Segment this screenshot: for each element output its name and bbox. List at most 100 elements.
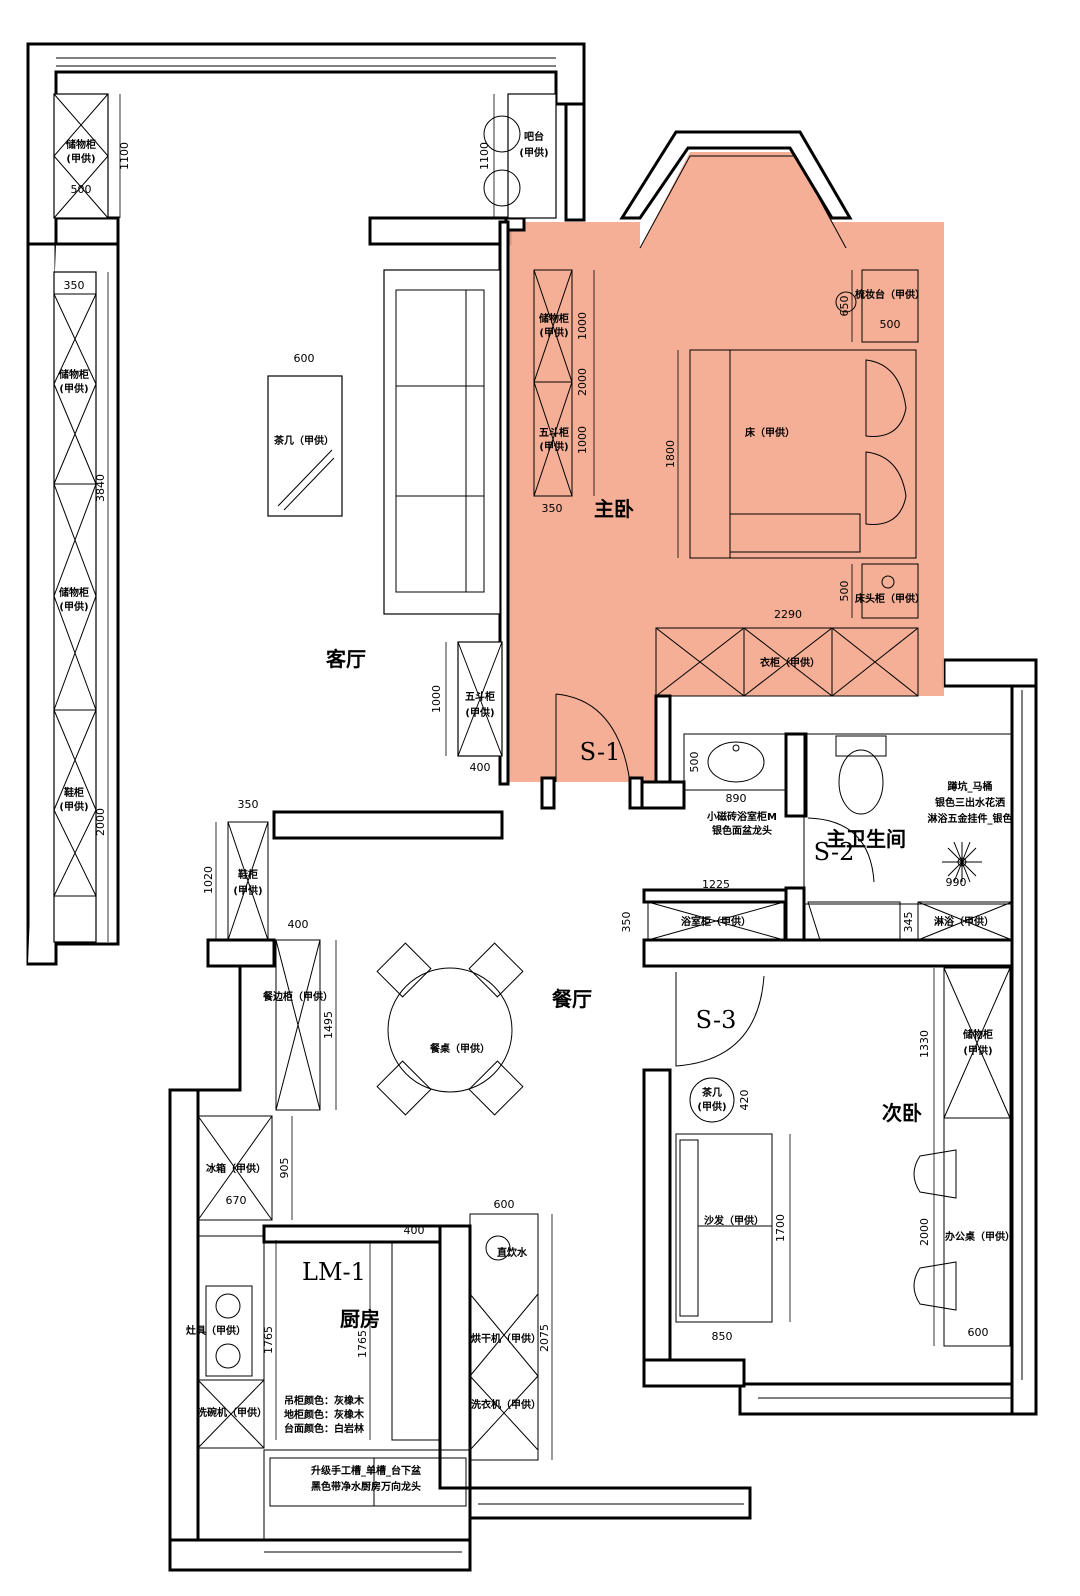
dim-3840: 3840 — [94, 474, 107, 502]
dim-600: 600 — [294, 352, 315, 365]
second-bedroom: S-3 茶几 (甲供) 420 沙发（甲供） 1700 850 储物柜 (甲供)… — [675, 967, 1015, 1347]
dim-400: 400 — [404, 1224, 425, 1237]
dresser-label: 梳妆台（甲供） — [854, 288, 925, 301]
bay-window — [619, 130, 853, 220]
dim-2000: 2000 — [918, 1218, 931, 1246]
door-s1-swing — [555, 693, 631, 783]
room-bath: 主卫生间 — [826, 827, 906, 851]
preset-label: (甲供) — [697, 1100, 726, 1113]
dim-600: 600 — [968, 1326, 989, 1339]
desk-label: 办公桌（甲供） — [945, 1230, 1015, 1243]
dryer-label: 烘干机（甲供） — [471, 1332, 541, 1345]
fridge-label: 冰箱（甲供） — [206, 1162, 266, 1175]
desk — [943, 1117, 1011, 1347]
dim-400: 400 — [288, 918, 309, 931]
room-second: 次卧 — [882, 1101, 922, 1125]
dim-1100: 1100 — [478, 142, 491, 170]
shower-head-icon — [942, 841, 982, 883]
dim-1765: 1765 — [356, 1330, 369, 1358]
tea-table-label: 茶几（甲供） — [273, 434, 334, 447]
dishwasher-label: 洗碗机（甲供） — [197, 1406, 267, 1419]
tall-cabinet-left — [53, 271, 97, 943]
deco-cabinet-label-2: 储物柜 — [58, 586, 89, 599]
sofa-second: 沙发（甲供） — [675, 1133, 773, 1323]
bed-label: 床（甲供） — [745, 426, 795, 439]
dim-400: 400 — [470, 761, 491, 774]
dim-1020: 1020 — [202, 866, 215, 894]
bath-cabinet — [647, 901, 785, 941]
dining-table-label: 餐桌（甲供） — [429, 1042, 490, 1055]
dim-2000: 2000 — [576, 368, 589, 396]
windows — [56, 57, 1023, 1553]
preset-label: (甲供) — [539, 440, 568, 453]
master-bedroom-highlight — [506, 152, 944, 782]
shoe-cabinet-label: 鞋柜 — [64, 786, 84, 799]
shoe-cabinet-label: 鞋柜 — [238, 868, 258, 881]
cab-color-note: 吊柜颜色：灰橡木 — [284, 1394, 365, 1407]
dim-1225: 1225 — [702, 878, 730, 891]
side-cab-label: 餐边柜（甲供） — [262, 990, 333, 1003]
dim-2000: 2000 — [94, 808, 107, 836]
bath-note: 蹲坑_马桶 — [948, 780, 993, 793]
dim-1800: 1800 — [664, 440, 677, 468]
tea-table — [267, 375, 343, 517]
master-bedroom: 储物柜 (甲供) 五斗柜 (甲供) 350 1000 2000 1000 主卧 … — [533, 269, 925, 783]
chair-icon — [913, 1149, 957, 1199]
dim-1765: 1765 — [262, 1326, 275, 1354]
dim-2290: 2290 — [774, 608, 802, 621]
bedside-label: 床头柜（甲供） — [855, 592, 925, 605]
bath-note: 淋浴五金挂件_银色 — [928, 812, 1013, 825]
room-master: 主卧 — [594, 497, 634, 521]
dim-350: 350 — [542, 502, 563, 515]
preset-label: (甲供) — [519, 146, 548, 159]
sofa-label: 沙发（甲供） — [704, 1214, 764, 1227]
dim-500: 500 — [688, 752, 701, 773]
preset-label: (甲供) — [465, 706, 494, 719]
dim-350: 350 — [64, 279, 85, 292]
dim-600: 600 — [494, 1198, 515, 1211]
washer-label: 洗衣机（甲供） — [471, 1398, 541, 1411]
preset-label: (甲供) — [59, 600, 88, 613]
room-kitchen: 厨房 — [340, 1307, 380, 1331]
preset-label: (甲供) — [963, 1044, 992, 1057]
wardrobe — [655, 627, 919, 697]
room-dining: 餐厅 — [552, 987, 592, 1011]
preset-label: (甲供) — [539, 326, 568, 339]
dim-1000: 1000 — [576, 426, 589, 454]
water-label: 直饮水 — [497, 1246, 528, 1259]
dim-850: 850 — [712, 1330, 733, 1343]
preset-label: (甲供) — [66, 152, 95, 165]
bathroom: 500 890 小磁砖浴室柜M 银色面盆龙头 蹲坑_马桶 银色三出水花洒 淋浴五… — [620, 732, 1013, 942]
dim-345: 345 — [902, 912, 915, 933]
tall-appliance-column — [469, 1213, 539, 1461]
base-color-note: 地柜颜色：灰橡木 — [284, 1408, 365, 1421]
dim-1000: 1000 — [576, 312, 589, 340]
dim-1495: 1495 — [322, 1011, 335, 1039]
dim-350: 350 — [620, 912, 633, 933]
side-cabinet — [275, 939, 321, 1111]
wudou-label: 五斗柜 — [539, 426, 569, 439]
dim-890: 890 — [726, 792, 747, 805]
sofa — [383, 269, 501, 615]
sink-note: 黑色带净水厨房万向龙头 — [311, 1480, 421, 1493]
dim-990: 990 — [946, 876, 967, 889]
bath-note: 银色三出水花洒 — [935, 796, 1005, 809]
shoe-cabinet-dining — [227, 821, 269, 941]
tag-s1: S-1 — [580, 738, 621, 766]
basin-note: 银色面盆龙头 — [712, 824, 772, 837]
deco-cabinet-top-left-label: 储物柜 — [65, 138, 96, 151]
dim-1330: 1330 — [918, 1030, 931, 1058]
dim-670: 670 — [226, 1194, 247, 1207]
bedside-table — [861, 563, 919, 619]
deco-cabinet-label: 储物柜 — [962, 1028, 993, 1041]
basin-note: 小磁砖浴室柜M — [706, 810, 777, 823]
fridge — [197, 1115, 273, 1221]
dim-500: 500 — [71, 183, 92, 196]
burner-icon — [215, 1343, 241, 1369]
dim-1100: 1100 — [118, 142, 131, 170]
deco-cabinet-label-1: 储物柜 — [58, 368, 89, 381]
living-room: 储物柜 (甲供) 500 1100 吧台 (甲供) 1100 350 储物柜 (… — [53, 93, 557, 943]
sink-note: 升级手工槽_单槽_台下盆 — [311, 1464, 422, 1477]
stove-label: 灶具（甲供） — [186, 1324, 246, 1337]
